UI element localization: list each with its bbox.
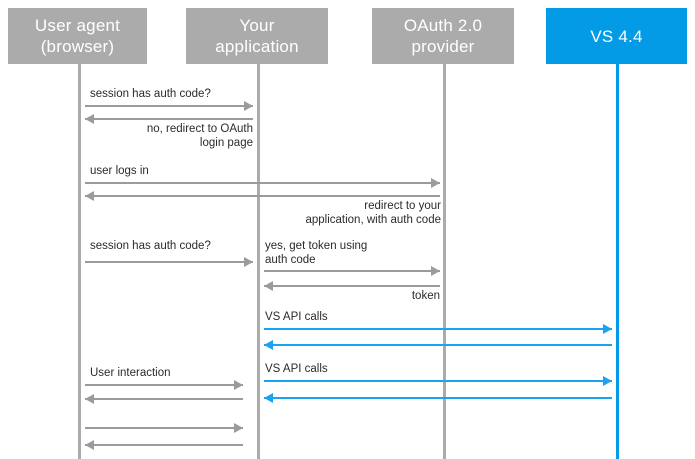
message-label-m10: User interaction [90, 367, 171, 379]
arrowhead-left-m13 [264, 393, 273, 403]
message-label-m2: no, redirect to OAuth login page [146, 123, 253, 149]
lifeline-vs-44 [616, 64, 619, 459]
message-line-m10 [85, 384, 243, 386]
message-line-m9 [264, 344, 612, 346]
arrowhead-right-m8 [603, 324, 612, 334]
participant-label: Your application [215, 16, 299, 56]
arrowhead-left-m4 [85, 191, 94, 201]
participant-box-oauth-provider[interactable]: OAuth 2.0 provider [372, 8, 514, 64]
arrowhead-left-m11 [85, 394, 94, 404]
message-line-m7 [264, 285, 440, 287]
arrowhead-right-m5 [244, 257, 253, 267]
message-line-m1 [85, 105, 253, 107]
message-line-m8 [264, 328, 612, 330]
message-line-m2 [85, 118, 253, 120]
participant-label: User agent (browser) [34, 16, 121, 56]
arrowhead-right-m10 [234, 380, 243, 390]
message-line-m12 [264, 380, 612, 382]
arrowhead-right-m14 [234, 423, 243, 433]
message-line-m4 [85, 195, 440, 197]
participant-label: OAuth 2.0 provider [403, 16, 483, 56]
lifeline-user-agent [78, 64, 81, 459]
participant-box-user-agent[interactable]: User agent (browser) [8, 8, 147, 64]
message-label-m3: user logs in [90, 165, 149, 177]
arrowhead-left-m2 [85, 114, 94, 124]
participant-box-your-app[interactable]: Your application [186, 8, 328, 64]
participant-box-vs-44[interactable]: VS 4.4 [546, 8, 687, 64]
arrowhead-left-m15 [85, 440, 94, 450]
arrowhead-right-m1 [244, 101, 253, 111]
message-label-m4: redirect to your application, with auth … [305, 200, 441, 226]
message-label-m1: session has auth code? [90, 88, 211, 100]
arrowhead-right-m3 [431, 178, 440, 188]
message-label-m6: yes, get token using auth code [265, 240, 368, 266]
message-line-m11 [85, 398, 243, 400]
message-line-m14 [85, 427, 243, 429]
message-line-m15 [85, 444, 243, 446]
message-label-m5: session has auth code? [90, 240, 211, 252]
message-line-m6 [264, 270, 440, 272]
message-line-m13 [264, 397, 612, 399]
lifeline-oauth-provider [443, 64, 446, 459]
arrowhead-left-m7 [264, 281, 273, 291]
arrowhead-right-m6 [431, 266, 440, 276]
participant-label: VS 4.4 [590, 26, 643, 46]
lifeline-your-app [257, 64, 260, 459]
arrowhead-left-m9 [264, 340, 273, 350]
message-line-m5 [85, 261, 253, 263]
message-line-m3 [85, 182, 440, 184]
message-label-m8: VS API calls [265, 311, 328, 323]
arrowhead-right-m12 [603, 376, 612, 386]
message-label-m7: token [411, 290, 440, 302]
message-label-m12: VS API calls [265, 363, 328, 375]
